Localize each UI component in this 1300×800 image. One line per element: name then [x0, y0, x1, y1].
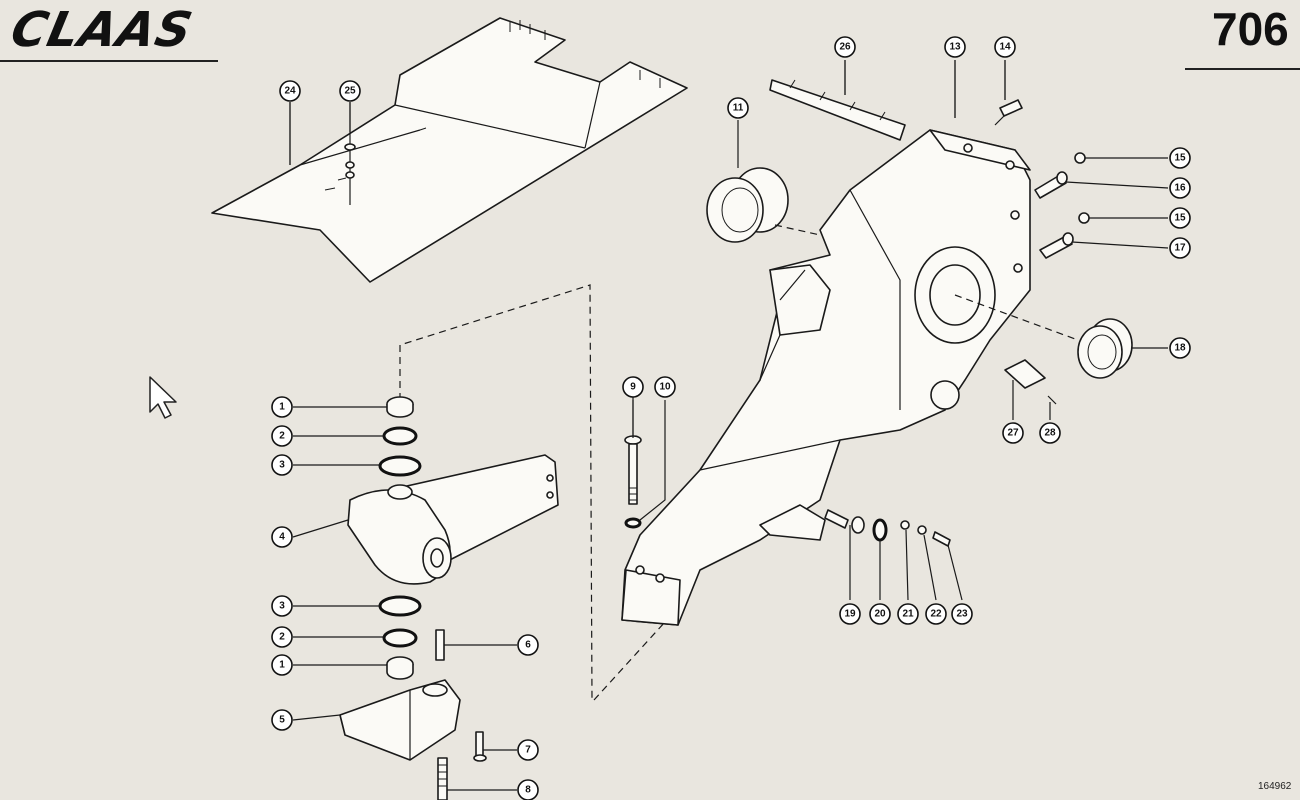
- washer-upper: [382, 426, 418, 446]
- callout-13: 13: [944, 36, 966, 58]
- svg-text:9: 9: [630, 382, 636, 393]
- callout-3-upper: 3: [271, 454, 293, 476]
- svg-text:15: 15: [1174, 213, 1186, 224]
- cover-plate: [211, 17, 688, 283]
- callout-5: 5: [271, 709, 293, 731]
- callout-14: 14: [994, 36, 1016, 58]
- bushing-upper: [386, 396, 414, 418]
- washer-lower: [382, 628, 418, 648]
- svg-text:3: 3: [279, 601, 285, 612]
- svg-text:3: 3: [279, 460, 285, 471]
- callout-11: 11: [727, 97, 749, 119]
- mouse-cursor-icon: [149, 376, 177, 419]
- svg-text:22: 22: [930, 609, 942, 620]
- callout-24: 24: [279, 80, 301, 102]
- nut-upper: [1074, 152, 1086, 164]
- callout-8: 8: [517, 779, 539, 800]
- header-rule-right: [1185, 68, 1300, 70]
- svg-text:5: 5: [279, 715, 285, 726]
- leader-lines: [289, 60, 1169, 791]
- seal-ring-right: [1077, 318, 1133, 379]
- nut-lower: [1078, 212, 1090, 224]
- callout-15-lower: 15: [1169, 207, 1191, 229]
- seal-ring-upper: [378, 455, 422, 477]
- svg-text:16: 16: [1174, 183, 1186, 194]
- mounting-pin: [994, 99, 1023, 126]
- swivel-lever: [347, 454, 559, 585]
- callout-4: 4: [271, 526, 293, 548]
- svg-text:18: 18: [1174, 343, 1186, 354]
- svg-text:24: 24: [284, 86, 296, 97]
- wear-strip: [769, 79, 906, 141]
- callout-26: 26: [834, 36, 856, 58]
- svg-text:11: 11: [733, 103, 744, 114]
- callout-7: 7: [517, 739, 539, 761]
- dowel-pin: [435, 629, 445, 661]
- seal-guide: [954, 294, 1079, 341]
- svg-text:1: 1: [279, 402, 285, 413]
- svg-text:28: 28: [1044, 428, 1056, 439]
- svg-text:23: 23: [956, 609, 968, 620]
- bearing-cup: [706, 167, 789, 243]
- svg-text:20: 20: [874, 609, 886, 620]
- callout-23: 23: [951, 603, 973, 625]
- drawing-reference-number: 164962: [1258, 781, 1292, 792]
- svg-text:26: 26: [839, 42, 851, 53]
- svg-text:19: 19: [844, 609, 856, 620]
- bolt-washer: [624, 517, 642, 529]
- svg-text:15: 15: [1174, 153, 1186, 164]
- svg-text:13: 13: [949, 42, 961, 53]
- bushing-lower: [386, 656, 414, 680]
- svg-text:17: 17: [1174, 243, 1186, 254]
- callout-25: 25: [339, 80, 361, 102]
- callout-2-lower: 2: [271, 626, 293, 648]
- svg-text:21: 21: [902, 609, 914, 620]
- callout-20: 20: [869, 603, 891, 625]
- callout-15-upper: 15: [1169, 147, 1191, 169]
- callout-17: 17: [1169, 237, 1191, 259]
- seal-ring-lower: [378, 595, 422, 617]
- bracket-bolt: [473, 731, 487, 762]
- svg-text:2: 2: [279, 632, 285, 643]
- svg-text:8: 8: [525, 785, 531, 796]
- hex-bolt-upper: [1034, 171, 1068, 199]
- svg-text:6: 6: [525, 640, 531, 651]
- callout-1-upper: 1: [271, 396, 293, 418]
- callout-3-lower: 3: [271, 595, 293, 617]
- header-rule-left: [0, 60, 218, 62]
- svg-text:25: 25: [344, 86, 356, 97]
- assembly-line-upper: [399, 284, 594, 701]
- page-number: 706: [1212, 3, 1289, 55]
- clip-screw: [1047, 395, 1057, 405]
- callout-27: 27: [1002, 422, 1024, 444]
- callout-19: 19: [839, 603, 861, 625]
- callout-18: 18: [1169, 337, 1191, 359]
- callout-28: 28: [1039, 422, 1061, 444]
- svg-text:2: 2: [279, 431, 285, 442]
- hex-bolt-lower: [1039, 232, 1074, 259]
- retaining-clip: [1004, 359, 1046, 389]
- callout-6: 6: [517, 634, 539, 656]
- callout-10: 10: [654, 376, 676, 398]
- svg-text:14: 14: [999, 42, 1011, 53]
- bearing-bracket: [339, 679, 461, 761]
- callout-2-upper: 2: [271, 425, 293, 447]
- callout-22: 22: [925, 603, 947, 625]
- callout-21: 21: [897, 603, 919, 625]
- svg-text:27: 27: [1007, 428, 1019, 439]
- fastener-stack: [824, 509, 951, 547]
- threaded-stud: [437, 757, 448, 800]
- bearing-cup-guide: [774, 224, 821, 236]
- callout-16: 16: [1169, 177, 1191, 199]
- main-housing-arm: [621, 129, 1031, 626]
- svg-text:4: 4: [279, 532, 285, 543]
- callout-9: 9: [622, 376, 644, 398]
- svg-text:7: 7: [525, 745, 531, 756]
- plate-bolt: [344, 132, 356, 205]
- callout-1-lower: 1: [271, 654, 293, 676]
- svg-text:10: 10: [659, 382, 671, 393]
- svg-text:1: 1: [279, 660, 285, 671]
